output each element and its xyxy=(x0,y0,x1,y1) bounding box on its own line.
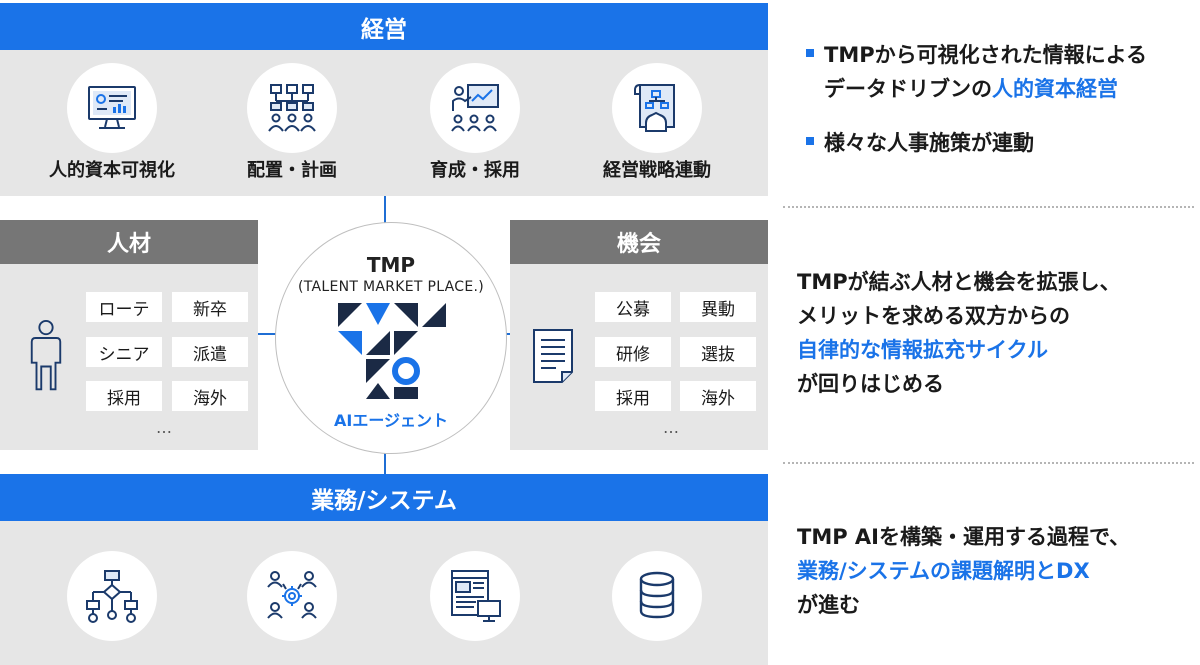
talent-tag: シニア xyxy=(86,337,162,367)
statement-1-bullet-2: 様々な人事施策が連動 xyxy=(806,126,1198,160)
connector-bottom xyxy=(384,452,386,476)
talent-tag: ローテ xyxy=(86,292,162,322)
strategy-document-icon xyxy=(612,63,702,153)
statement-block-2: TMPが結ぶ人材と機会を拡張し、 メリットを求める双方からの 自律的な情報拡充サ… xyxy=(797,265,1197,401)
func-label-placement: 配置・計画 xyxy=(247,160,337,181)
connector-right xyxy=(505,333,513,335)
statement-3-line-3: が進む xyxy=(797,593,860,617)
statement-1-bullet-1: TMPから可視化された情報による xyxy=(806,38,1198,72)
connector-top xyxy=(384,196,386,226)
divider-2 xyxy=(783,462,1194,464)
opportunity-title: 機会 xyxy=(616,232,661,257)
statement-block-1: TMPから可視化された情報による データドリブンの人的資本経営 様々な人事施策が… xyxy=(806,38,1198,160)
org-chart-icon xyxy=(247,63,337,153)
statement-block-3: TMP AIを構築・運用する過程で、 業務/システムの課題解明とDX が進む xyxy=(797,520,1197,622)
flowchart-icon xyxy=(67,551,157,641)
func-label-visualization: 人的資本可視化 xyxy=(49,160,175,181)
talent-tag: 派遣 xyxy=(172,337,248,367)
tmp-center-circle: TMP (TALENT MARKET PLACE.) AIエージェント xyxy=(275,222,507,454)
func-label-strategy: 経営戦略連動 xyxy=(603,160,711,181)
tmp-subtitle: (TALENT MARKET PLACE.) xyxy=(297,279,485,295)
talent-panel: ローテ 新卒 シニア 派遣 採用 海外 … xyxy=(0,264,258,450)
connector-left xyxy=(258,333,278,335)
opportunity-more: … xyxy=(663,418,681,437)
tmp-title: TMP xyxy=(366,253,416,277)
bullet-marker xyxy=(806,137,814,145)
opportunity-header: 機会 xyxy=(510,220,768,264)
opportunity-tag: 公募 xyxy=(595,292,671,322)
talent-more: … xyxy=(156,418,174,437)
document-icon xyxy=(533,329,573,383)
opportunity-tag: 異動 xyxy=(680,292,756,322)
talent-tag: 新卒 xyxy=(172,292,248,322)
dashboard-monitor-icon xyxy=(67,63,157,153)
management-header: 経営 xyxy=(0,3,768,50)
person-icon xyxy=(30,319,62,391)
opportunity-panel: 公募 異動 研修 選抜 採用 海外 … xyxy=(510,264,768,450)
func-label-training: 育成・採用 xyxy=(430,160,520,181)
statement-2-line-2: メリットを求める双方からの xyxy=(797,304,1070,328)
statement-1-highlight: 人的資本経営 xyxy=(992,77,1118,101)
business-system-header: 業務/システム xyxy=(0,474,768,521)
statement-3-line-1: TMP AIを構築・運用する過程で、 xyxy=(797,525,1131,549)
database-icon xyxy=(612,551,702,641)
statement-2-highlight: 自律的な情報拡充サイクル xyxy=(797,338,1048,362)
statement-1-line-2-plain: データドリブンの xyxy=(824,77,992,101)
talent-title: 人材 xyxy=(106,232,151,257)
statement-1-line-2: データドリブンの人的資本経営 xyxy=(806,72,1198,106)
tmp-logo-icon xyxy=(338,303,446,399)
statement-2-line-4: が回りはじめる xyxy=(797,372,944,396)
statement-3-highlight: 業務/システムの課題解明とDX xyxy=(797,559,1090,583)
management-title: 経営 xyxy=(361,16,407,43)
management-panel: 人的資本可視化 配置・計画 育成・採用 経営戦略連動 xyxy=(0,50,768,196)
presentation-training-icon xyxy=(430,63,520,153)
statement-2-line-1: TMPが結ぶ人材と機会を拡張し、 xyxy=(797,270,1121,294)
talent-header: 人材 xyxy=(0,220,258,264)
opportunity-tag: 選抜 xyxy=(680,337,756,367)
talent-tag: 海外 xyxy=(172,381,248,411)
statement-1-line-1: TMPから可視化された情報による xyxy=(824,43,1147,67)
opportunity-tag: 研修 xyxy=(595,337,671,367)
web-app-icon xyxy=(430,551,520,641)
business-system-panel xyxy=(0,521,768,665)
divider-1 xyxy=(783,206,1194,208)
bullet-marker xyxy=(806,49,814,57)
opportunity-tag: 海外 xyxy=(680,381,756,411)
statement-1-bullet-2-text: 様々な人事施策が連動 xyxy=(824,131,1034,155)
talent-tag: 採用 xyxy=(86,381,162,411)
ai-agent-label: AIエージェント xyxy=(333,411,449,430)
team-settings-icon xyxy=(247,551,337,641)
opportunity-tag: 採用 xyxy=(595,381,671,411)
business-system-title: 業務/システム xyxy=(311,487,457,514)
